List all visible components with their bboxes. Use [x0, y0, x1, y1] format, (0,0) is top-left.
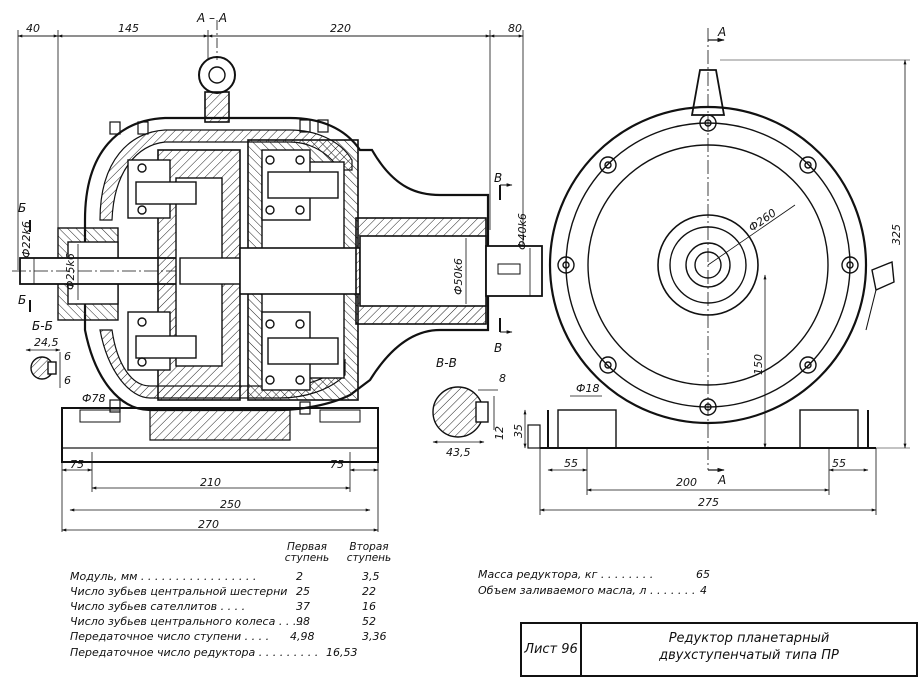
dim-250: 250: [220, 498, 241, 511]
dim-145: 145: [118, 22, 139, 35]
spec-row-first: 25: [296, 585, 310, 598]
dim-d50: Ф50k6: [452, 258, 465, 295]
col-header-first: Первая ступень: [284, 541, 330, 564]
planet-gears: [127, 149, 339, 391]
dim-d25: Ф25k6: [64, 253, 77, 290]
spec-row-first: 2: [296, 570, 303, 583]
spec-total-label: Передаточное число редуктора . . . . . .…: [70, 646, 319, 659]
spec-row-second: 22: [362, 585, 376, 598]
dim-40: 40: [26, 22, 40, 35]
mass-value: 65: [696, 568, 710, 581]
dim-275: 275: [698, 496, 719, 509]
output-flange: [657, 214, 759, 316]
title-line-1: Редуктор планетарный: [668, 631, 830, 646]
dim-75b: 75: [330, 458, 344, 471]
mass-label: Масса редуктора, кг . . . . . . . .: [478, 568, 654, 581]
dim-d18: Ф18: [576, 382, 599, 395]
cut-mark-a-top: А: [717, 25, 726, 39]
dim-d22: Ф22k6: [20, 221, 33, 258]
oil-label: Объем заливаемого масла, л . . . . . . .: [478, 584, 696, 597]
oil-value: 4: [700, 584, 707, 597]
cut-mark-a-bottom: А: [717, 473, 726, 487]
dim-d40: Ф40k6: [516, 213, 529, 250]
cut-mark-b-bottom: Б: [18, 293, 26, 307]
spec-row-first: 98: [296, 615, 310, 628]
spec-row-label: Число зубьев центральной шестерни: [70, 585, 288, 598]
dim-24-5: 24,5: [34, 336, 59, 349]
spec-row-second: 52: [362, 615, 376, 628]
spec-row-label: Модуль, мм . . . . . . . . . . . . . . .…: [70, 570, 257, 583]
section-label-vv: В-В: [436, 356, 457, 370]
dim-270: 270: [198, 518, 219, 531]
dim-6a: 6: [64, 350, 71, 363]
col-header-second: Вторая ступень: [346, 541, 392, 564]
dim-220: 220: [330, 22, 351, 35]
section-label-bb: Б-Б: [32, 319, 53, 333]
section-detail-b-b: [25, 348, 61, 388]
dim-d260: Ф260: [746, 206, 778, 234]
spec-row-second: 16: [362, 600, 376, 613]
spec-row-label: Число зубьев сателлитов . . . .: [70, 600, 246, 613]
dim-35: 35: [512, 424, 525, 438]
dim-200: 200: [676, 476, 697, 489]
housing-outer: [548, 105, 868, 425]
dim-75a: 75: [70, 458, 84, 471]
spec-total-value: 16,53: [326, 646, 358, 659]
sheet-number: Лист 96: [522, 624, 582, 675]
spec-row-label: Число зубьев центрального колеса . . . .: [70, 615, 304, 628]
bolt-holes: [557, 114, 859, 416]
spec-row-label: Передаточное число ступени . . . .: [70, 630, 270, 643]
dim-55b: 55: [832, 457, 846, 470]
cut-mark-v-top: В: [494, 171, 502, 185]
spec-row-second: 3,36: [362, 630, 387, 643]
dim-210: 210: [200, 476, 221, 489]
dim-55a: 55: [564, 457, 578, 470]
spec-row-second: 3,5: [362, 570, 380, 583]
dim-80: 80: [508, 22, 522, 35]
drawing-title: Редуктор планетарный двухступенчатый тип…: [584, 630, 914, 664]
title-line-2: двухступенчатый типа ПР: [659, 648, 839, 663]
cut-mark-v-bottom: В: [494, 341, 502, 355]
section-label-aa: А – А: [196, 11, 227, 25]
dim-6b: 6: [64, 374, 71, 387]
dim-43-5: 43,5: [446, 446, 471, 459]
cut-mark-b-top: Б: [18, 201, 26, 215]
dim-12: 12: [493, 426, 506, 440]
dim-150: 150: [752, 354, 765, 375]
dim-d78: Ф78: [82, 392, 105, 405]
dim-325: 325: [890, 224, 903, 245]
spec-row-first: 37: [296, 600, 310, 613]
spec-row-first: 4,98: [290, 630, 315, 643]
end-view: [523, 28, 910, 515]
section-detail-v-v: [432, 386, 498, 444]
title-block: Лист 96 Редуктор планетарный двухступенч…: [520, 622, 918, 677]
section-view-a-a: [12, 20, 543, 532]
dim-8: 8: [499, 372, 506, 385]
